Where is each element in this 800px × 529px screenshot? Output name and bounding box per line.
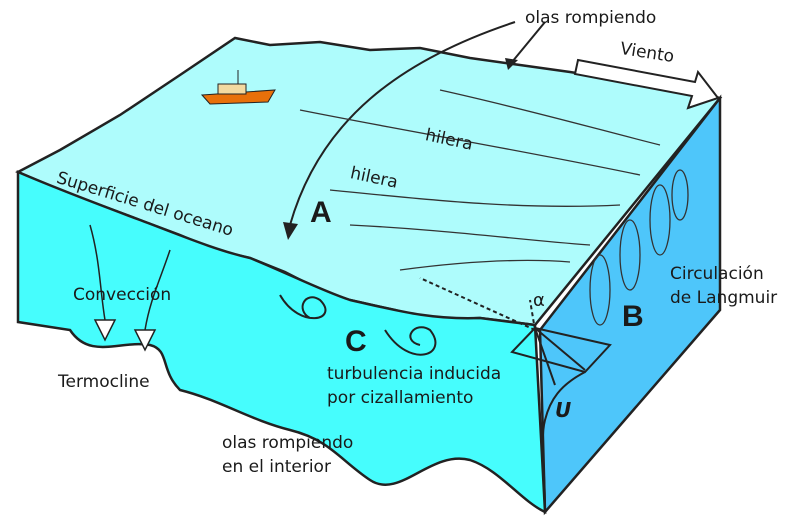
surface-rows: [299, 89, 661, 271]
label-shear-1: turbulencia inducida: [327, 364, 502, 384]
langmuir-circulation: [589, 169, 689, 326]
label-u: U: [555, 398, 572, 422]
breaking-waves-arrow: [289, 21, 516, 226]
velocity-profile: [419, 277, 612, 511]
marker-a: A: [310, 196, 332, 229]
label-convection: Convección: [73, 285, 172, 305]
ship-icon: [200, 70, 276, 105]
label-interior-1: olas rompiendo: [222, 433, 354, 453]
front-face: [16, 170, 547, 515]
shear-billows: [279, 294, 437, 356]
label-breaking-waves-top: olas rompiendo: [525, 8, 657, 28]
label-langmuir-2: de Langmuir: [670, 288, 778, 308]
label-langmuir-1: Circulación: [670, 264, 764, 284]
wind-arrow-icon: [573, 58, 720, 110]
label-interior-2: en el interior: [222, 457, 331, 477]
convection-arrows: [89, 224, 171, 352]
marker-c: C: [345, 325, 367, 358]
label-alpha: α: [533, 290, 545, 311]
label-shear-2: por cizallamiento: [327, 388, 474, 408]
marker-b: B: [622, 300, 644, 333]
label-thermocline: Termocline: [58, 372, 150, 392]
